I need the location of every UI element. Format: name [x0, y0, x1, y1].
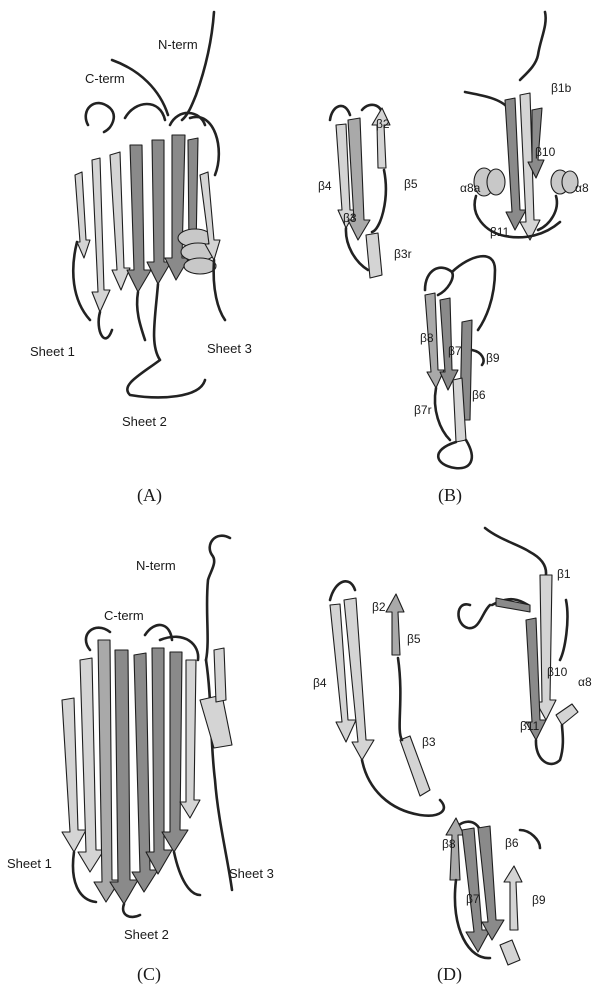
panel-c-c-term-label: C-term: [104, 608, 144, 623]
panel-c-sheet1-label: Sheet 1: [7, 856, 52, 871]
panel-b-a8-label: α8: [575, 181, 589, 195]
panel-d-b7-label: β7: [466, 892, 480, 906]
panel-d-b2-label: β2: [372, 600, 386, 614]
panel-b-b11-label: β11: [490, 225, 510, 239]
panel-d-b5-label: β5: [407, 632, 421, 646]
panel-b-b8-label: β8: [420, 331, 434, 345]
panel-b-b9-label: β9: [486, 351, 500, 365]
panel-b-b10-label: β10: [535, 145, 556, 159]
panel-c-n-term-label: N-term: [136, 558, 176, 573]
panel-b-b3r-label: β3r: [394, 247, 412, 261]
panel-b-b6-label: β6: [472, 388, 486, 402]
panel-d-hairpin-b2-b5: [330, 581, 444, 815]
panel-b-a8a-label: α8a: [460, 181, 481, 195]
panel-d-b3-label: β3: [422, 735, 436, 749]
panel-a-sheet1-label: Sheet 1: [30, 344, 75, 359]
panel-c-sheet2-label: Sheet 2: [124, 927, 169, 942]
panel-c-ribbon: [62, 536, 232, 917]
panel-d-b10-label: β10: [547, 665, 568, 679]
panel-b-hairpin-b1b-b11: [465, 12, 578, 240]
panel-a-c-term-label: C-term: [85, 71, 125, 86]
panel-b-b1b-label: β1b: [551, 81, 572, 95]
panel-d-a8-label: α8: [578, 675, 592, 689]
panel-c-sheet3-label: Sheet 3: [229, 866, 274, 881]
panel-b-hairpin-b6-b9: [425, 256, 495, 468]
panel-a-sheet3-label: Sheet 3: [207, 341, 252, 356]
panel-b-b4-label: β4: [318, 179, 332, 193]
panel-b-b7-label: β7: [448, 344, 462, 358]
panel-d-b11-label: β11: [520, 719, 540, 733]
panel-a: N-term C-term Sheet 1 Sheet 3 Sheet 2 (A…: [30, 12, 252, 506]
panel-a-caption: (A): [137, 485, 162, 506]
panel-c: N-term C-term Sheet 1 Sheet 3 Sheet 2 (C…: [7, 536, 274, 985]
panel-b-b2-label: β2: [376, 117, 390, 131]
panel-b-b3-label: β3: [343, 211, 357, 225]
panel-b-caption: (B): [438, 485, 462, 506]
panel-d-hairpin-b6-b9: [446, 818, 540, 965]
panel-d-b4-label: β4: [313, 676, 327, 690]
panel-b-b5-label: β5: [404, 177, 418, 191]
panel-d-b1-label: β1: [557, 567, 571, 581]
panel-d-b6-label: β6: [505, 836, 519, 850]
panel-a-sheet2-label: Sheet 2: [122, 414, 167, 429]
panel-a-ribbon: [73, 12, 225, 397]
panel-d-hairpin-b1-b11: [458, 528, 578, 764]
panel-d-b8-label: β8: [442, 837, 456, 851]
panel-d-b9-label: β9: [532, 893, 546, 907]
panel-b-helix-a8: [551, 170, 578, 194]
panel-d-caption: (D): [437, 964, 462, 985]
panel-a-n-term-label: N-term: [158, 37, 198, 52]
panel-d: β2 β5 β4 β3 β1 β10 α8 β11: [313, 528, 592, 985]
panel-c-caption: (C): [137, 964, 161, 985]
panel-b: β2 β4 β5 β3 β3r β1b β10 α8a α8 β11: [318, 12, 589, 506]
panel-b-b7r-label: β7r: [414, 403, 432, 417]
